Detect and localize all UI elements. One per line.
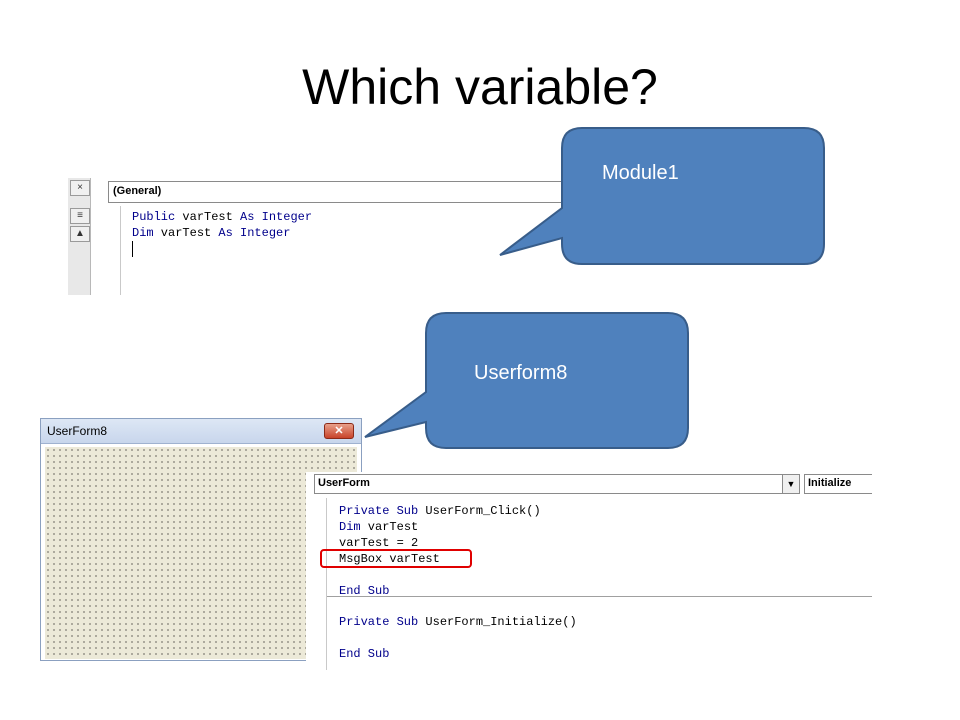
procedure-separator bbox=[327, 596, 872, 597]
module-object-combo-value: (General) bbox=[113, 185, 162, 197]
split-icon[interactable]: ≡ bbox=[70, 208, 90, 224]
userform-title: UserForm8 bbox=[47, 424, 108, 438]
module-object-combo[interactable]: (General) bbox=[108, 181, 568, 203]
object-combo[interactable]: UserForm ▼ bbox=[314, 474, 800, 494]
userform-callout-label: Userform8 bbox=[474, 362, 568, 384]
scroll-up-icon[interactable]: ▲ bbox=[70, 226, 90, 242]
code-line bbox=[339, 567, 541, 583]
object-combo-value: UserForm bbox=[318, 477, 370, 489]
code-line: Private Sub UserForm_Click() bbox=[339, 504, 541, 518]
chevron-down-icon[interactable]: ▼ bbox=[782, 475, 799, 493]
code-line: varTest = 2 bbox=[339, 536, 419, 550]
module-code-window: × ≡ ▲ (General) Public varTest As Intege… bbox=[68, 178, 568, 295]
procedure-combo[interactable]: Initialize bbox=[804, 474, 872, 494]
slide-title: Which variable? bbox=[302, 59, 658, 115]
module-left-toolbar: × ≡ ▲ bbox=[68, 178, 91, 295]
module-code-margin bbox=[96, 206, 121, 295]
code-line: Dim varTest As Integer bbox=[132, 226, 291, 240]
code-line: End Sub bbox=[339, 584, 390, 598]
code-line: Private Sub UserForm_Initialize() bbox=[339, 615, 577, 629]
highlight-box bbox=[320, 549, 472, 568]
code-editor-block-click[interactable]: Private Sub UserForm_Click() Dim varTest v… bbox=[339, 503, 541, 599]
close-icon[interactable]: × bbox=[70, 180, 90, 196]
close-button[interactable]: ✕ bbox=[324, 423, 354, 439]
userform-designer-window: UserForm8 ✕ bbox=[40, 418, 362, 661]
code-line: End Sub bbox=[339, 647, 390, 661]
procedure-combo-value: Initialize bbox=[808, 477, 852, 489]
text-caret bbox=[132, 241, 133, 257]
code-line: Dim varTest bbox=[339, 520, 419, 534]
userform-titlebar[interactable]: UserForm8 ✕ bbox=[41, 419, 361, 444]
code-editor-block-initialize[interactable]: Private Sub UserForm_Initialize() End Su… bbox=[339, 614, 577, 662]
module-callout-label: Module1 bbox=[602, 162, 679, 184]
userform-design-grid[interactable] bbox=[45, 447, 357, 659]
code-line: MsgBox varTest bbox=[339, 552, 440, 566]
code-line bbox=[339, 630, 577, 646]
code-line: Public varTest As Integer bbox=[132, 210, 313, 224]
userform-code-window: UserForm ▼ Initialize Private Sub UserFo… bbox=[306, 472, 872, 670]
code-margin bbox=[306, 498, 327, 670]
